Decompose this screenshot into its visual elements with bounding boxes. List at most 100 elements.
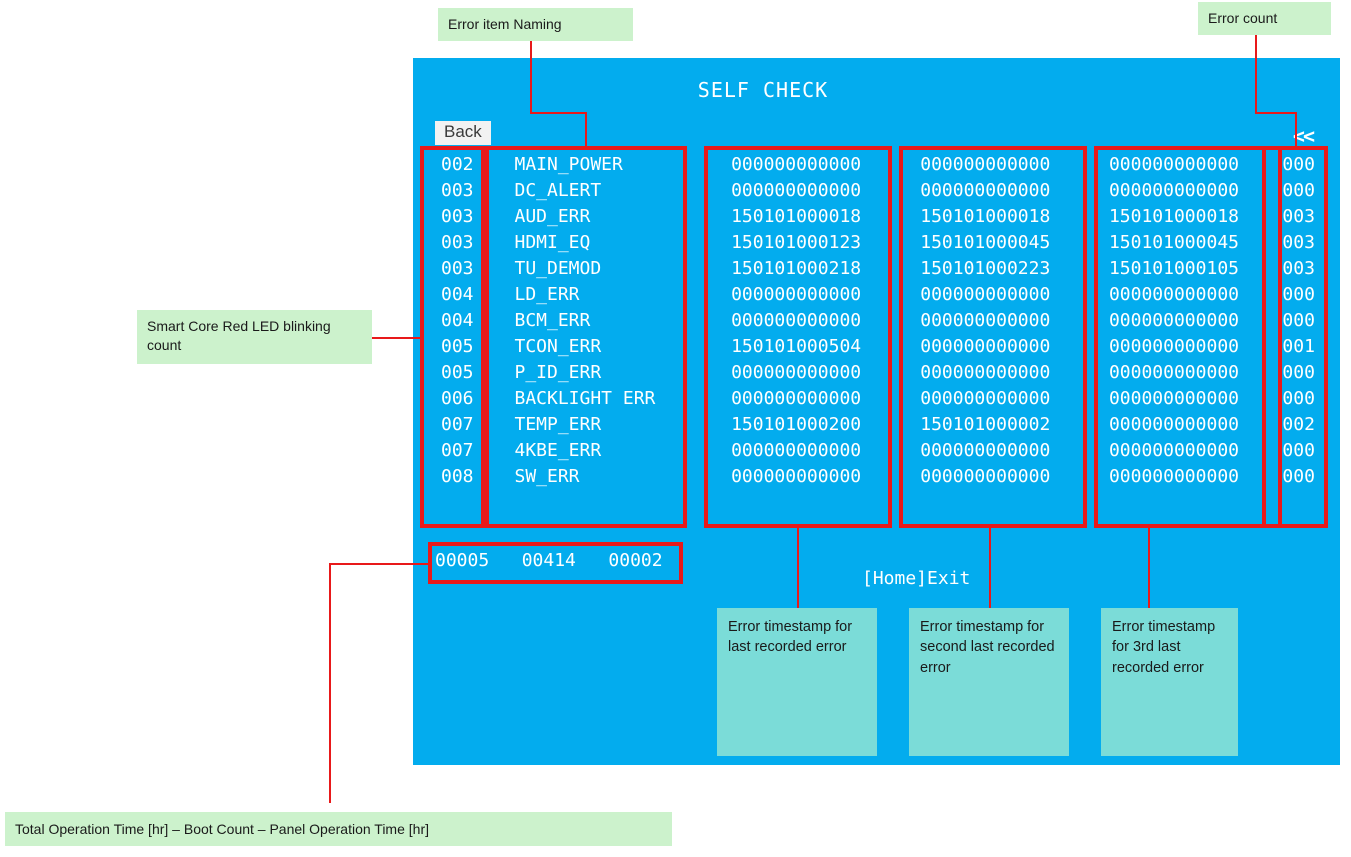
leader-error-item-naming-horizontal xyxy=(530,112,586,114)
error-name-cell: SW_ERR xyxy=(514,465,580,487)
error-count-cell: 000 xyxy=(1282,153,1315,175)
leader-error-count-horizontal xyxy=(1255,112,1296,114)
led-blink-count-cell: 007 xyxy=(441,439,474,461)
error-count-cell: 003 xyxy=(1282,257,1315,279)
callout-timestamp-third-last: Error timestamp for 3rd last recorded er… xyxy=(1101,608,1238,756)
callout-timestamp-third-last-text: Error timestamp for 3rd last recorded er… xyxy=(1112,619,1216,676)
timestamp-third-last-cell: 150101000018 xyxy=(1108,205,1239,227)
timestamp-third-last-cell: 000000000000 xyxy=(1108,413,1239,435)
callout-error-count: Error count xyxy=(1198,2,1331,35)
timestamp-third-last-cell: 000000000000 xyxy=(1108,179,1239,201)
timestamp-third-last-cell: 000000000000 xyxy=(1108,465,1239,487)
timestamp-second-last-cell: 150101000002 xyxy=(920,413,1051,435)
table-row[interactable]: 003 TU_DEMOD 150101000218 150101000223 15010… xyxy=(431,255,1329,281)
error-name-cell: HDMI_EQ xyxy=(514,231,591,253)
leader-error-item-naming-vertical-bottom xyxy=(585,112,587,148)
timestamp-third-last-cell: 150101000105 xyxy=(1108,257,1239,279)
error-count-cell: 000 xyxy=(1282,465,1315,487)
timestamp-second-last-cell: 150101000018 xyxy=(920,205,1051,227)
callout-led-blink-count: Smart Core Red LED blinking count xyxy=(137,310,372,364)
timestamp-last-cell: 000000000000 xyxy=(731,361,862,383)
timestamp-third-last-cell: 000000000000 xyxy=(1108,283,1239,305)
timestamp-last-cell: 000000000000 xyxy=(731,387,862,409)
error-count-cell: 001 xyxy=(1282,335,1315,357)
callout-operation-time-caption: Total Operation Time [hr] – Boot Count –… xyxy=(5,812,672,846)
error-name-cell: AUD_ERR xyxy=(514,205,591,227)
callout-timestamp-last-text: Error timestamp for last recorded error xyxy=(728,619,853,656)
led-blink-count-cell: 006 xyxy=(441,387,474,409)
led-blink-count-cell: 005 xyxy=(441,361,474,383)
timestamp-last-cell: 000000000000 xyxy=(731,153,862,175)
error-name-cell: TEMP_ERR xyxy=(514,413,602,435)
leader-timestamp-third-last xyxy=(1148,528,1150,608)
timestamp-second-last-cell: 150101000223 xyxy=(920,257,1051,279)
timestamp-last-cell: 150101000218 xyxy=(731,257,862,279)
led-blink-count-cell: 003 xyxy=(441,179,474,201)
error-count-cell: 000 xyxy=(1282,309,1315,331)
timestamp-second-last-cell: 000000000000 xyxy=(920,387,1051,409)
callout-timestamp-second-last-text: Error timestamp for second last recorded… xyxy=(920,619,1055,676)
timestamp-second-last-cell: 000000000000 xyxy=(920,361,1051,383)
timestamp-last-cell: 150101000123 xyxy=(731,231,862,253)
callout-timestamp-second-last: Error timestamp for second last recorded… xyxy=(909,608,1069,756)
leader-led-blink-count xyxy=(372,337,422,339)
table-row[interactable]: 007 TEMP_ERR 150101000200 150101000002 00000… xyxy=(431,411,1329,437)
error-count-cell: 003 xyxy=(1282,205,1315,227)
timestamp-second-last-cell: 150101000045 xyxy=(920,231,1051,253)
timestamp-second-last-cell: 000000000000 xyxy=(920,179,1051,201)
leader-timestamp-last xyxy=(797,528,799,608)
error-count-cell: 002 xyxy=(1282,413,1315,435)
error-name-cell: BACKLIGHT ERR xyxy=(514,387,656,409)
led-blink-count-cell: 003 xyxy=(441,205,474,227)
led-blink-count-cell: 003 xyxy=(441,231,474,253)
error-count-cell: 000 xyxy=(1282,387,1315,409)
leader-error-count-vertical-bottom xyxy=(1295,112,1297,148)
leader-error-item-naming-vertical-top xyxy=(530,41,532,113)
error-count-cell: 000 xyxy=(1282,439,1315,461)
callout-error-item-naming-text: Error item Naming xyxy=(448,16,562,32)
error-name-cell: TCON_ERR xyxy=(514,335,602,357)
error-count-cell: 000 xyxy=(1282,283,1315,305)
error-name-cell: LD_ERR xyxy=(514,283,580,305)
timestamp-last-cell: 150101000200 xyxy=(731,413,862,435)
led-blink-count-cell: 005 xyxy=(441,335,474,357)
timestamp-third-last-cell: 000000000000 xyxy=(1108,387,1239,409)
timestamp-third-last-cell: 000000000000 xyxy=(1108,335,1239,357)
callout-operation-time-caption-text: Total Operation Time [hr] – Boot Count –… xyxy=(15,820,429,837)
back-button[interactable]: Back xyxy=(435,121,491,145)
previous-page-icon[interactable]: << xyxy=(1292,124,1315,148)
timestamp-second-last-cell: 000000000000 xyxy=(920,439,1051,461)
error-count-cell: 003 xyxy=(1282,231,1315,253)
led-blink-count-cell: 004 xyxy=(441,309,474,331)
led-blink-count-cell: 003 xyxy=(441,257,474,279)
timestamp-last-cell: 000000000000 xyxy=(731,283,862,305)
leader-timestamp-second-last xyxy=(989,528,991,608)
callout-timestamp-last: Error timestamp for last recorded error xyxy=(717,608,877,756)
led-blink-count-cell: 007 xyxy=(441,413,474,435)
callout-error-count-text: Error count xyxy=(1208,10,1278,26)
timestamp-third-last-cell: 000000000000 xyxy=(1108,439,1239,461)
leader-operation-time-horizontal xyxy=(329,563,429,565)
error-name-cell: MAIN_POWER xyxy=(514,153,623,175)
error-count-cell: 000 xyxy=(1282,361,1315,383)
error-name-cell: TU_DEMOD xyxy=(514,257,602,279)
error-name-cell: 4KBE_ERR xyxy=(514,439,602,461)
led-blink-count-cell: 008 xyxy=(441,465,474,487)
timestamp-third-last-cell: 000000000000 xyxy=(1108,153,1239,175)
error-name-cell: BCM_ERR xyxy=(514,309,591,331)
timestamp-last-cell: 000000000000 xyxy=(731,439,862,461)
error-count-cell: 000 xyxy=(1282,179,1315,201)
error-name-cell: DC_ALERT xyxy=(514,179,602,201)
